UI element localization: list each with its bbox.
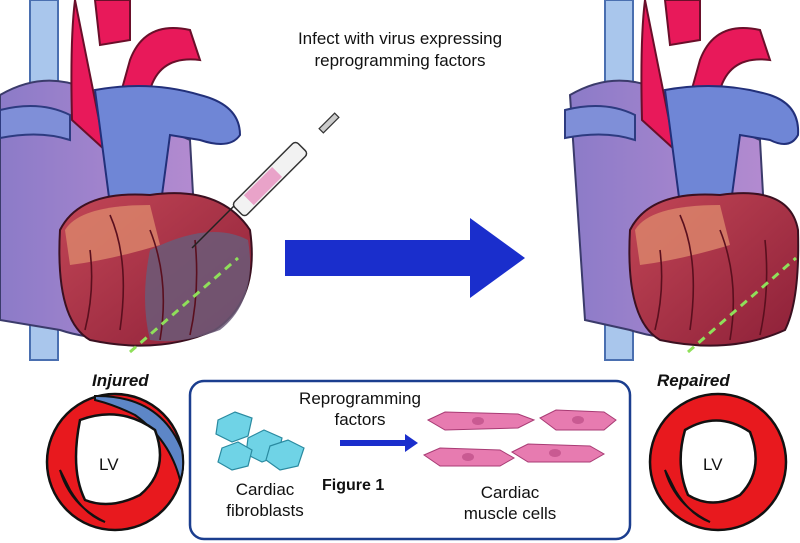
injured-lv-section bbox=[45, 392, 185, 532]
coronary-vessels-right bbox=[654, 214, 768, 341]
injured-scar bbox=[145, 232, 251, 342]
repaired-lv-section bbox=[648, 392, 788, 532]
fibroblasts-label: Cardiac fibroblasts bbox=[205, 479, 325, 521]
syringe bbox=[191, 112, 340, 249]
coronary-vessels bbox=[84, 214, 198, 341]
muscle-cells-label: Cardiac muscle cells bbox=[440, 482, 580, 524]
injured-heart bbox=[0, 0, 340, 361]
muscle-line1: Cardiac bbox=[480, 483, 540, 502]
header-caption: Infect with virus expressing reprogrammi… bbox=[250, 28, 550, 72]
section-line bbox=[129, 256, 239, 354]
main-arrow bbox=[285, 218, 525, 298]
muscle-line2: muscle cells bbox=[463, 504, 557, 523]
muscle-nuclei bbox=[462, 416, 584, 461]
arrow-label-line1: Reprogramming bbox=[299, 389, 421, 408]
reprogramming-arrow bbox=[340, 434, 418, 452]
header-line1: Infect with virus expressing bbox=[297, 29, 503, 48]
header-line2: reprogramming factors bbox=[314, 51, 486, 70]
repaired-lv-label: LV bbox=[703, 455, 723, 474]
figure-title: Figure 1 bbox=[322, 477, 385, 494]
section-line-right bbox=[687, 256, 797, 354]
pulmonary-vein-right bbox=[564, 105, 636, 142]
atrial-patch-right bbox=[635, 205, 730, 265]
pulmonary-artery-right bbox=[663, 85, 800, 212]
injured-lv-label: LV bbox=[99, 455, 119, 474]
aorta-top-right bbox=[663, 0, 701, 47]
repaired-heart bbox=[564, 0, 800, 361]
fibroblasts-line2: fibroblasts bbox=[226, 501, 304, 520]
fibroblast-cells bbox=[215, 411, 305, 471]
repaired-label: Repaired bbox=[657, 371, 730, 390]
atrial-patch bbox=[65, 205, 160, 265]
aorta-top bbox=[93, 0, 131, 47]
pulmonary-vein bbox=[0, 105, 71, 142]
injured-label: Injured bbox=[92, 371, 149, 390]
arrow-label-line2: factors bbox=[334, 410, 386, 429]
fibroblasts-line1: Cardiac bbox=[235, 480, 295, 499]
arrow-label: Reprogramming factors bbox=[285, 388, 435, 430]
pulmonary-artery bbox=[93, 85, 242, 212]
